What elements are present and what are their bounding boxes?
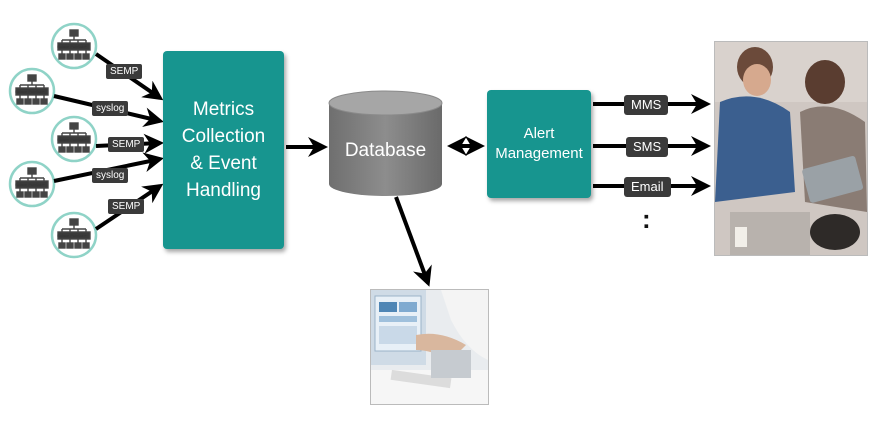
dashboard-photo	[370, 289, 489, 405]
people-photo	[714, 41, 868, 256]
link-tag-semp: SEMP	[108, 199, 145, 214]
metrics-line: & Event	[190, 153, 257, 174]
broker-label: Solace PubSub+	[15, 182, 45, 187]
more-channels-marker: :	[642, 204, 651, 234]
broker-label: Solace PubSub+	[57, 137, 87, 142]
broker-label: Solace PubSub+	[57, 233, 87, 238]
metrics-line: Handling	[186, 180, 261, 201]
link-tag-semp: SEMP	[108, 137, 145, 152]
database-label: Database	[344, 140, 427, 161]
output-tag-mms: MMS	[624, 95, 669, 115]
link-tag-semp: SEMP	[106, 64, 143, 79]
broker-label: Solace PubSub+	[57, 44, 87, 49]
link-tag-syslog: syslog	[92, 168, 129, 183]
metrics-line: Metrics	[192, 99, 255, 120]
metrics-line: Collection	[181, 126, 266, 147]
broker-label: Solace PubSub+	[15, 89, 45, 94]
arrow-db-to-dashboard	[394, 196, 432, 287]
metrics-collection-box: Metrics Collection & Event Handling	[163, 51, 284, 249]
output-tag-sms: SMS	[626, 137, 669, 157]
alert-line: Management	[495, 145, 583, 162]
link-tag-syslog: syslog	[92, 101, 129, 116]
database-cylinder	[328, 90, 443, 196]
output-tag-email: Email	[624, 177, 671, 197]
alert-line: Alert	[523, 125, 555, 142]
alert-management-box: Alert Management	[487, 90, 591, 198]
